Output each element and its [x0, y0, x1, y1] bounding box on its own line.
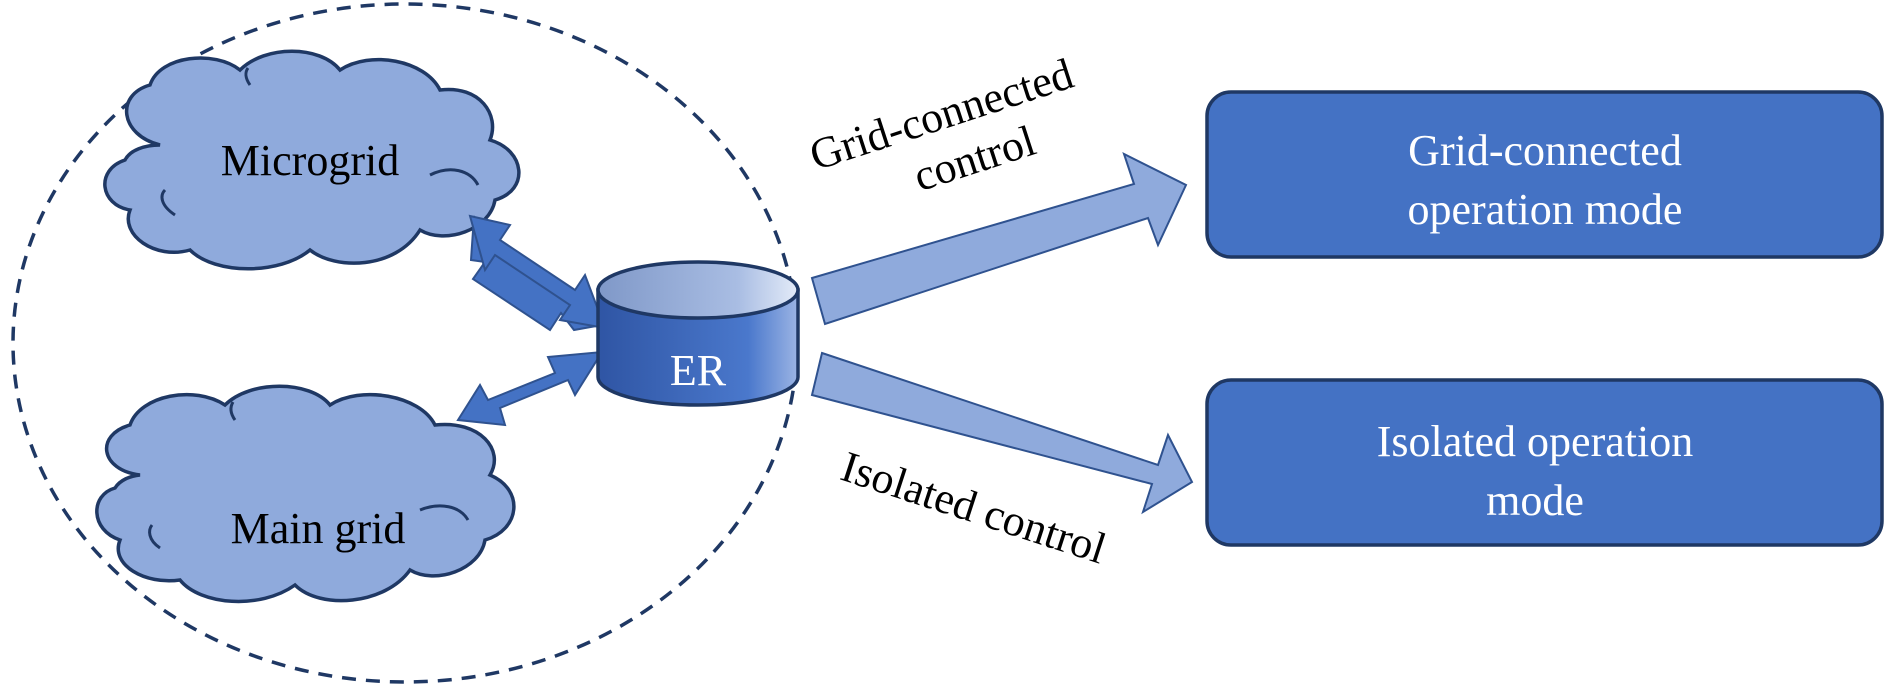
isolated-mode-line2: mode [1486, 476, 1584, 525]
main-grid-label: Main grid [231, 504, 406, 553]
grid-connected-mode-line2: operation mode [1408, 185, 1683, 234]
er-cylinder: ER [596, 260, 800, 407]
grid-connected-control-label: Grid-connected control [804, 49, 1079, 201]
grid-connected-mode-box: Grid-connected operation mode [1205, 90, 1884, 259]
grid-connected-mode-line1: Grid-connected [1408, 126, 1682, 175]
isolated-mode-line1: Isolated operation [1377, 417, 1693, 466]
main-grid-er-double-arrow [456, 350, 604, 427]
microgrid-cloud: Microgrid [103, 49, 521, 271]
microgrid-label: Microgrid [221, 136, 399, 185]
isolated-control-arrow [810, 351, 1194, 515]
isolated-mode-box: Isolated operation mode [1205, 378, 1884, 547]
grid-connected-control-arrow [810, 152, 1188, 326]
er-label: ER [670, 346, 727, 395]
main-grid-cloud: Main grid [95, 384, 516, 604]
